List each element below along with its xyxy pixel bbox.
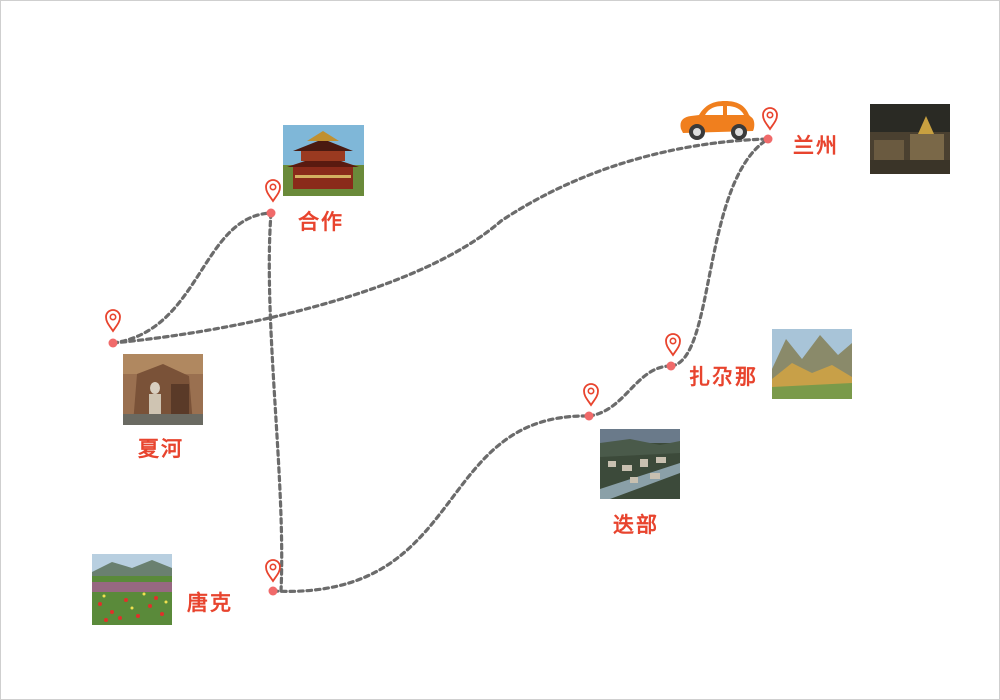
route-diebu-zhagana <box>587 364 673 418</box>
mountain-valley-photo <box>772 329 852 399</box>
city-dot-diebu <box>584 411 594 421</box>
city-label-tangke: 唐克 <box>187 591 233 615</box>
location-pin-icon[interactable] <box>762 107 778 130</box>
tibetan-monastery-photo <box>870 104 950 174</box>
location-pin-icon[interactable] <box>105 309 121 332</box>
location-pin-icon[interactable] <box>265 559 281 582</box>
city-dot-hezuo <box>266 208 276 218</box>
location-pin-icon[interactable] <box>583 383 599 406</box>
city-label-hezuo: 合作 <box>298 210 344 234</box>
city-dot-tangke <box>268 586 278 596</box>
city-label-lanzhou: 兰州 <box>793 134 839 158</box>
city-dot-zhagana <box>666 361 676 371</box>
route-zhagana-lanzhou <box>669 137 770 368</box>
car-icon <box>680 101 755 140</box>
route-tangke-diebu <box>271 414 591 593</box>
city-label-xiahe: 夏河 <box>138 437 184 461</box>
city-label-zhagana: 扎尕那 <box>689 365 758 389</box>
route-hezuo-tangke <box>267 211 284 593</box>
city-dot-xiahe <box>108 338 118 348</box>
route-xiahe-hezuo <box>111 211 273 345</box>
city-label-diebu: 迭部 <box>613 513 659 537</box>
route-xiahe-lanzhou <box>111 137 770 345</box>
temple-pavilion-photo <box>283 125 364 196</box>
location-pin-icon[interactable] <box>665 333 681 356</box>
location-pin-icon[interactable] <box>265 179 281 202</box>
cliff-buddha-photo <box>123 354 203 425</box>
town-aerial-photo <box>600 429 680 499</box>
wildflower-meadow-photo <box>92 554 172 625</box>
city-dot-lanzhou <box>763 134 773 144</box>
